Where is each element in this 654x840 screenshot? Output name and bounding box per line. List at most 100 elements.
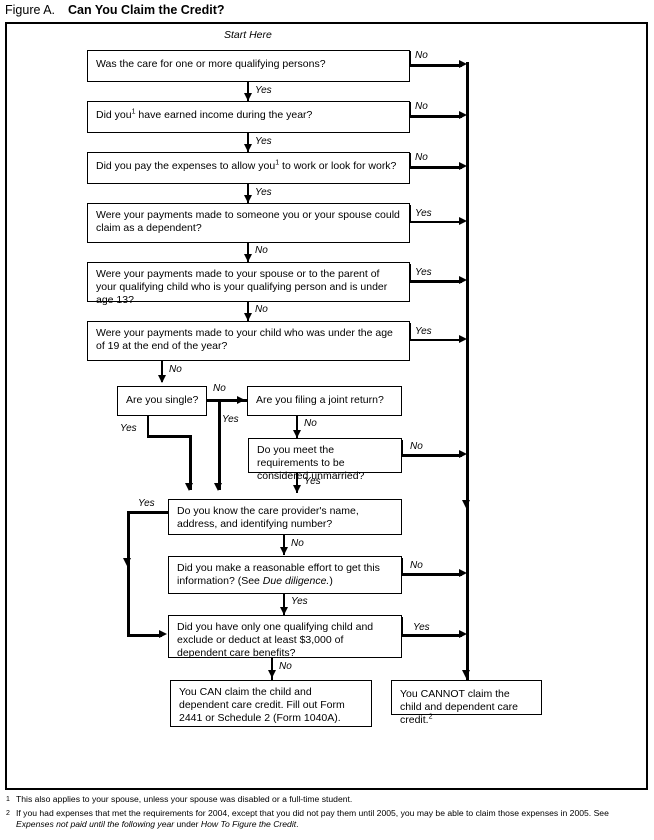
q3-down-line [247, 184, 249, 203]
node-q2-footnote-ref: 1 [131, 108, 136, 116]
right-rail-mid-arrowhead [462, 500, 470, 508]
q12-down-line [271, 658, 273, 680]
q11-down-label: Yes [291, 596, 308, 607]
node-q6-payments-to-child-under-19[interactable]: Were your payments made to your child wh… [87, 321, 410, 361]
node-q3-footnote-ref: 1 [275, 159, 280, 167]
q7-yes-arrowhead [185, 483, 193, 491]
q6-exit-line [409, 339, 462, 341]
q4-down-arrowhead [243, 254, 252, 262]
start-here-label: Start Here [224, 29, 272, 41]
node-q8-joint-return[interactable]: Are you filing a joint return? [247, 386, 402, 416]
node-q7-text: Are you single? [126, 394, 199, 406]
q11-exit-stub [401, 558, 403, 575]
q10-yes-label: Yes [138, 498, 155, 509]
node-q6-text: Were your payments made to your child wh… [96, 327, 393, 353]
q2-exit-arrowhead [459, 111, 467, 119]
q3-exit-arrowhead [459, 162, 467, 170]
footnote-2: 2 If you had expenses that met the requir… [6, 808, 646, 830]
node-q10-provider-info[interactable]: Do you know the care provider's name, ad… [168, 499, 402, 535]
figure-title: Figure A. Can You Claim the Credit? [5, 2, 605, 18]
node-q9-text: Do you meet the requirements to be consi… [257, 444, 365, 483]
q1-exit-arrowhead [459, 60, 467, 68]
q7-yes-line-h [147, 435, 191, 438]
q4-down-label: No [255, 245, 268, 256]
figure-label: Figure A. [5, 3, 56, 17]
q10-down-line [283, 535, 285, 555]
q1-exit-label: No [415, 50, 428, 61]
footnote-2-em2: How To Figure the Credit [200, 819, 297, 829]
node-q10-text: Do you know the care provider's name, ad… [177, 505, 359, 531]
q9-down-label: Yes [304, 476, 321, 487]
footnote-2-end: . [296, 819, 299, 829]
node-q5-payments-to-spouse-or-parent[interactable]: Were your payments made to your spouse o… [87, 262, 410, 306]
q3-exit-line [409, 166, 462, 169]
node-q12-one-qualifying-child-benefits[interactable]: Did you have only one qualifying child a… [168, 615, 402, 660]
q3-down-arrowhead [243, 195, 252, 203]
q9-exit-stub [401, 440, 403, 456]
q8-yes-line-v [218, 399, 221, 490]
node-q12-text: Did you have only one qualifying child a… [177, 621, 374, 660]
q5-down-label: No [255, 304, 268, 315]
q1-down-label: Yes [255, 85, 272, 96]
node-q4-text: Were your payments made to someone you o… [96, 209, 400, 235]
node-q2-earned-income[interactable]: Did you1 have earned income during the y… [87, 101, 410, 133]
q10-down-label: No [291, 538, 304, 549]
q6-down-arrowhead [157, 375, 166, 383]
result-cannot-claim[interactable]: You CANNOT claim the child and dependent… [391, 680, 542, 726]
node-q11-text-a: Did you make a reasonable effort to get … [177, 562, 380, 588]
result-can-claim[interactable]: You CAN claim the child and dependent ca… [170, 680, 372, 727]
q8-down-arrowhead [292, 430, 301, 438]
q11-exit-label: No [410, 560, 423, 571]
q4-exit-stub [409, 205, 411, 223]
q5-down-line [247, 302, 249, 321]
q12-exit-stub [401, 617, 403, 636]
node-q3-text-b: to work or look for work? [279, 160, 397, 172]
q12-down-arrowhead [267, 670, 276, 678]
q8-yes-label: Yes [222, 414, 239, 425]
q4-exit-line [409, 221, 462, 223]
q10-yes-midarrowhead [123, 558, 131, 566]
node-q1-qualifying-persons[interactable]: Was the care for one or more qualifying … [87, 50, 410, 82]
right-rail-end-arrowhead [462, 670, 470, 678]
q12-exit-line [401, 634, 462, 637]
q5-exit-arrowhead [459, 276, 467, 284]
figure-title-text: Can You Claim the Credit? [68, 3, 225, 17]
footnote-2-em1: Expenses not paid until the following ye… [16, 819, 175, 829]
node-q11-reasonable-effort[interactable]: Did you make a reasonable effort to get … [168, 556, 402, 594]
q1-exit-stub [409, 51, 411, 65]
q9-down-line [296, 473, 298, 493]
q10-yes-line-h2 [127, 634, 162, 637]
q6-exit-arrowhead [459, 335, 467, 343]
q7-no-label: No [213, 383, 226, 394]
node-q9-considered-unmarried[interactable]: Do you meet the requirements to be consi… [248, 438, 402, 482]
q4-exit-label: Yes [415, 208, 432, 219]
q6-down-label: No [169, 364, 182, 375]
q11-down-line [283, 594, 285, 615]
node-q3-expenses-to-work[interactable]: Did you pay the expenses to allow you1 t… [87, 152, 410, 184]
footnote-2-mid: under [174, 819, 201, 829]
footnote-2-text-a: If you had expenses that met the require… [16, 808, 609, 818]
q5-exit-stub [409, 264, 411, 282]
q2-down-line [247, 133, 249, 152]
node-q7-are-you-single[interactable]: Are you single? [117, 386, 207, 416]
q10-yes-line-v [127, 511, 130, 637]
q10-down-arrowhead [279, 547, 288, 555]
footnote-2-marker: 2 [6, 810, 10, 817]
q8-yes-line-h [218, 399, 248, 402]
q7-yes-label: Yes [120, 423, 137, 434]
q6-exit-stub [409, 323, 411, 341]
node-q5-text: Were your payments made to your spouse o… [96, 268, 388, 307]
q8-down-label: No [304, 418, 317, 429]
q1-down-line [247, 82, 249, 101]
q5-down-arrowhead [243, 313, 252, 321]
result-cannot-text: You CANNOT claim the child and dependent… [400, 688, 518, 727]
q9-exit-line [401, 454, 462, 457]
footnote-1-text: This also applies to your spouse, unless… [16, 794, 353, 804]
result-can-text: You CAN claim the child and dependent ca… [179, 686, 345, 725]
q9-exit-arrowhead [459, 450, 467, 458]
q11-down-arrowhead [279, 607, 288, 615]
node-q4-payments-to-dependent[interactable]: Were your payments made to someone you o… [87, 203, 410, 243]
q12-exit-label: Yes [413, 622, 430, 633]
